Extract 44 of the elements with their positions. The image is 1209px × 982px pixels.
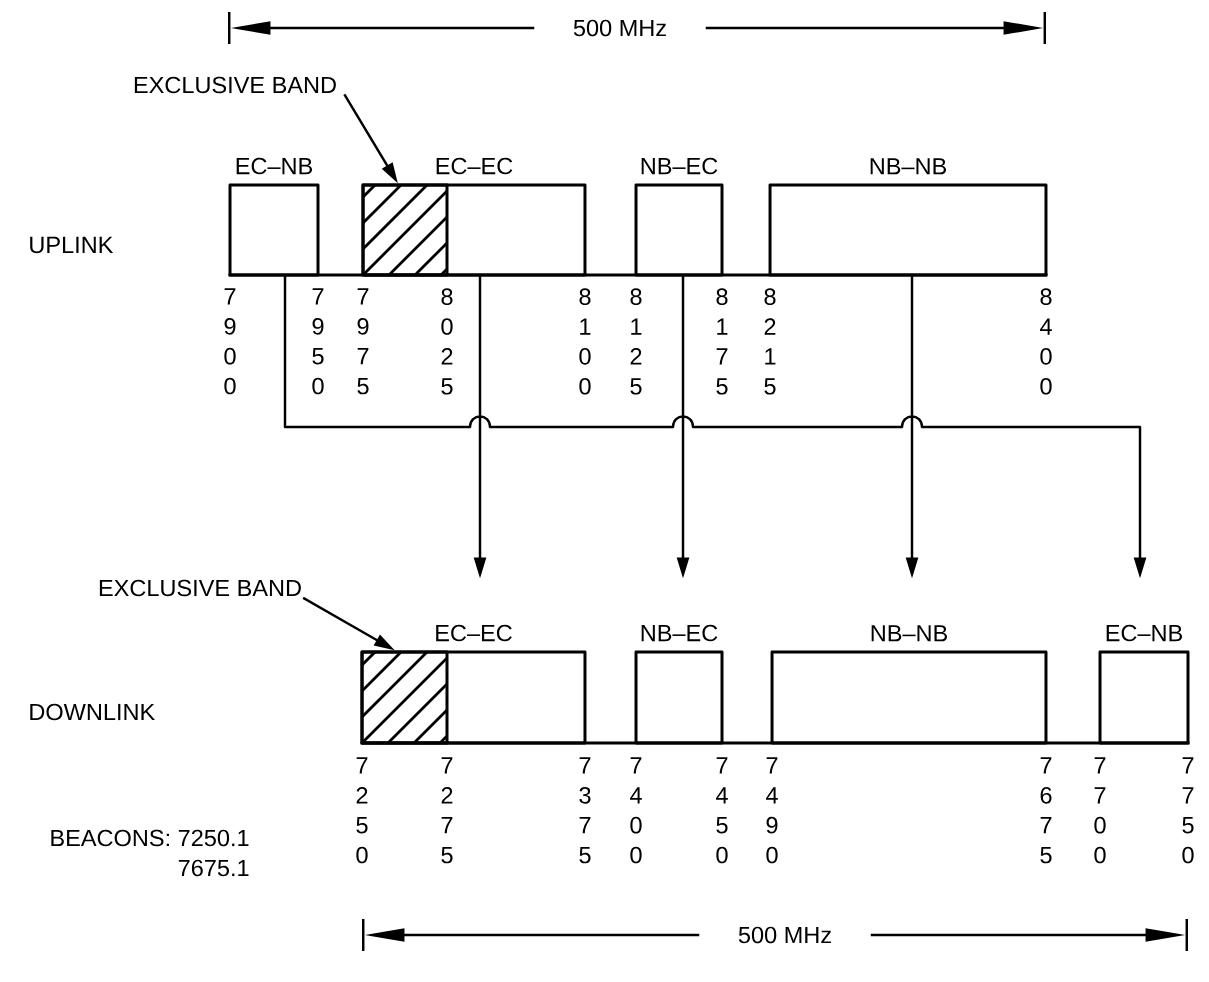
frequency-label: 7 4 9 0 [766,757,778,864]
dimension-label: 500 MHz [699,923,871,947]
frequency-label: 8 0 2 5 [441,288,453,395]
node-label: NB–EC [641,157,718,175]
dimension-label: 500 MHz [534,16,706,40]
band-box: EC–EC [361,157,587,277]
node-label: NB–EC [641,624,718,642]
node-label: EC–EC [436,157,513,175]
band-box: EC–NB [228,157,320,277]
node-label: EC–NB [236,157,313,175]
hatched-band [361,183,449,277]
hatched-band [360,650,449,745]
frequency-label: 8 4 0 0 [1040,288,1052,395]
frequency-label: 7 9 7 5 [357,288,369,395]
row-label: DOWNLINK [30,703,155,721]
band-box: NB–EC [634,624,724,745]
node-label: EC–NB [1106,624,1183,642]
row-label: UPLINK [30,236,114,254]
frequency-label: 8 2 1 5 [764,288,776,395]
frequency-label: 7 4 5 0 [716,757,728,864]
frequency-label: 7 9 0 0 [224,288,236,395]
frequency-label: 8 1 0 0 [579,288,591,395]
frequency-label: 7 7 0 0 [1094,757,1106,864]
callout-text: EXCLUSIVE BAND [134,76,336,94]
beacon-note: 7675.1 [178,859,249,877]
band-box: NB–EC [634,157,724,277]
band-box: NB–NB [770,625,1048,745]
frequency-label: 8 1 2 5 [630,288,642,395]
node-label: NB–NB [870,158,947,175]
beacon-note: BEACONS: 7250.1 [51,829,249,847]
frequency-label: 7 2 5 0 [356,757,368,864]
frequency-label: 7 2 7 5 [441,757,453,864]
frequency-label: 7 4 0 0 [630,757,642,864]
band-box: NB–NB [768,158,1048,277]
node-label: NB–NB [871,625,948,642]
callout-text: EXCLUSIVE BAND [99,579,301,597]
band-box: EC–NB [1098,624,1190,745]
frequency-label: 7 9 5 0 [312,288,324,395]
frequency-label: 7 3 7 5 [579,757,591,864]
frequency-label: 8 1 7 5 [716,288,728,395]
frequency-label: 7 6 7 5 [1040,757,1052,864]
frequency-label: 7 7 5 0 [1182,757,1194,864]
band-box: EC–EC [360,624,587,745]
node-label: EC–EC [436,624,512,642]
